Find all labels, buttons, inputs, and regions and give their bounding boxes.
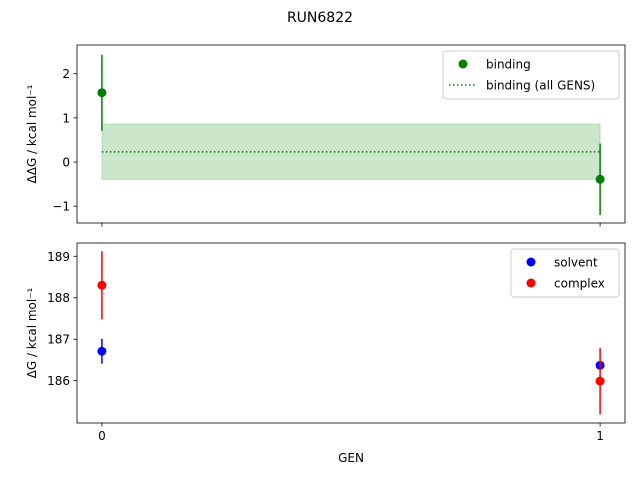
- data-point: [595, 174, 605, 184]
- y-tick-label: 1: [62, 111, 70, 125]
- y-tick-label: 188: [47, 291, 70, 305]
- data-point: [97, 88, 107, 98]
- legend-frame: [510, 248, 620, 298]
- y-tick-label: −1: [52, 200, 70, 214]
- data-point: [595, 376, 605, 386]
- legend-label: solvent: [554, 256, 598, 270]
- legend: solvent complex: [510, 248, 620, 298]
- y-axis-label: ΔG / kcal mol⁻¹: [25, 287, 39, 378]
- legend-label: binding: [486, 58, 531, 72]
- y-axis-label: ΔΔG / kcal mol⁻¹: [25, 84, 39, 183]
- y-tick-label: 0: [62, 156, 70, 170]
- legend: binding binding (all GENS): [442, 50, 620, 100]
- legend-marker: [526, 257, 536, 267]
- figure-title: RUN6822: [287, 10, 353, 26]
- axes-frame: [76, 242, 626, 424]
- y-tick-label: 186: [47, 374, 70, 388]
- legend-label: complex: [554, 277, 605, 291]
- legend-marker: [526, 278, 536, 288]
- legend-frame: [442, 50, 620, 100]
- x-tick-label: 0: [98, 429, 106, 443]
- y-tick-label: 189: [47, 250, 70, 264]
- x-axis-label: GEN: [338, 451, 364, 465]
- data-point: [97, 346, 107, 356]
- legend-label: binding (all GENS): [486, 79, 595, 93]
- data-point: [97, 280, 107, 290]
- x-tick-label: 1: [596, 429, 604, 443]
- legend-marker: [458, 59, 468, 69]
- axes-frame: [76, 44, 626, 224]
- y-tick-label: 2: [62, 67, 70, 81]
- y-tick-label: 187: [47, 333, 70, 347]
